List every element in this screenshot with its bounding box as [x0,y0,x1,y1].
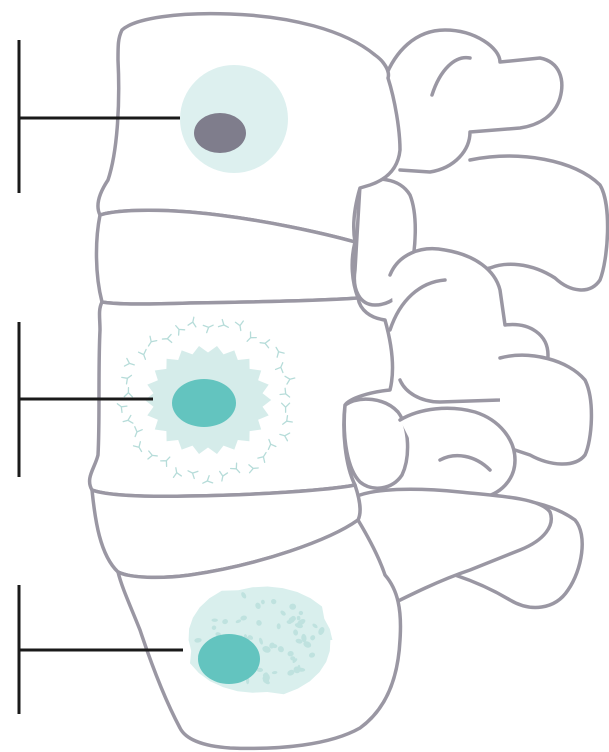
lower-lesion-nidus [198,634,260,684]
middle-lamina [344,399,407,488]
middle-lesion-nidus [172,379,236,427]
upper-lesion-nidus [194,113,246,153]
speckle [212,619,218,622]
upper-articular-process [385,30,562,172]
upper-lesion [180,65,288,173]
lower-lesion [189,587,333,695]
